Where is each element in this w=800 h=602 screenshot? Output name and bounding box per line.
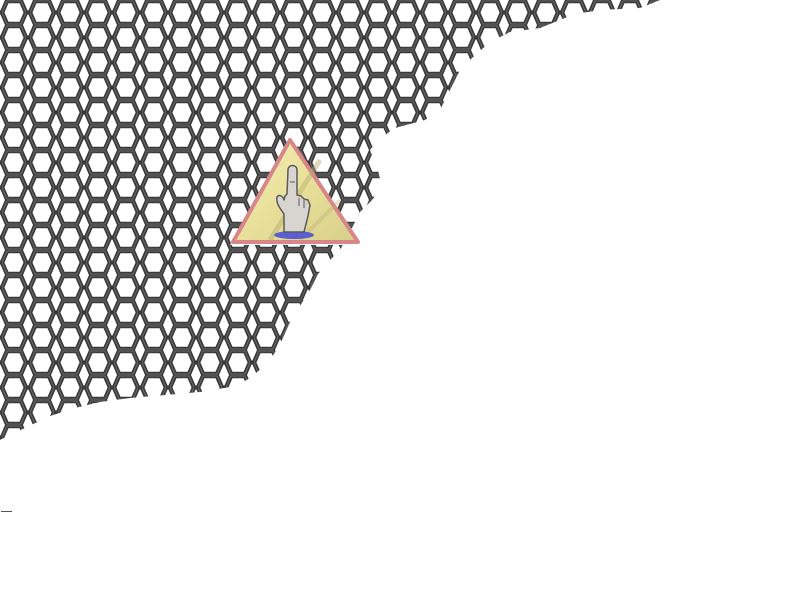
middle-finger-hand-icon: [274, 164, 314, 239]
warning-sign: [230, 137, 362, 245]
stray-dash-mark: [1, 511, 12, 512]
